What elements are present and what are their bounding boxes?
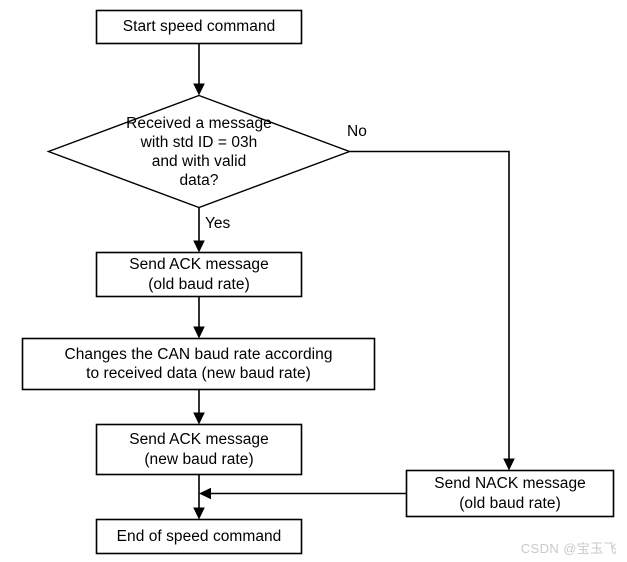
- node-end-shape: [95, 518, 303, 555]
- edge-decision-no-to-nack: [349, 150, 515, 471]
- watermark: CSDN @宝玉飞: [520, 541, 617, 556]
- node-ack-old-shape: [95, 251, 303, 298]
- node-nack-old-shape: [405, 469, 615, 518]
- edge-ack-new-to-end: [193, 474, 205, 520]
- node-decision-shape: [46, 94, 352, 209]
- node-ack-new-shape: [95, 423, 303, 476]
- edge-start-to-decision: [193, 44, 205, 96]
- edge-ack-old-to-change-baud: [193, 296, 205, 339]
- edge-decision-yes-to-ack-old: [193, 207, 205, 253]
- node-start-shape: [95, 9, 303, 45]
- edge-change-baud-to-ack-new: [193, 389, 205, 425]
- edge-nack-to-end-junction: [199, 487, 407, 500]
- node-change-baud-shape: [21, 337, 376, 391]
